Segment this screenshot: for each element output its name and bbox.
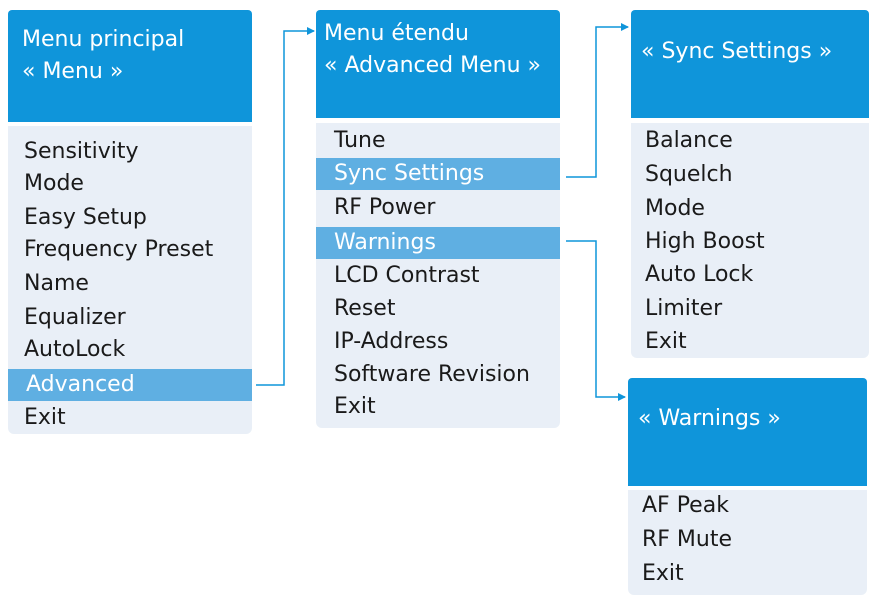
menu-item-exit[interactable]: Exit bbox=[642, 561, 684, 586]
menu-item-sync-settings[interactable]: Sync Settings bbox=[316, 158, 560, 190]
menu-item-rf-mute[interactable]: RF Mute bbox=[642, 527, 733, 552]
menu-item-easy-setup[interactable]: Easy Setup bbox=[24, 205, 147, 230]
menu-item-exit[interactable]: Exit bbox=[24, 405, 66, 430]
warnings-menu-title: « Warnings » bbox=[638, 406, 781, 431]
menu-item-equalizer[interactable]: Equalizer bbox=[24, 305, 126, 330]
menu-item-advanced[interactable]: Advanced bbox=[8, 369, 252, 401]
advanced-menu: Menu étendu « Advanced Menu » Tune Sync … bbox=[316, 10, 560, 428]
connector-warnings-to-warnings-menu bbox=[566, 240, 626, 401]
main-menu-subtitle: « Menu » bbox=[22, 59, 124, 84]
menu-item-reset[interactable]: Reset bbox=[334, 296, 396, 321]
menu-item-software-revision[interactable]: Software Revision bbox=[334, 362, 530, 387]
connector-advanced-to-advanced-menu bbox=[256, 27, 315, 386]
sync-settings-menu-list: Balance Squelch Mode High Boost Auto Loc… bbox=[631, 123, 869, 358]
advanced-menu-title: Menu étendu bbox=[324, 21, 469, 46]
main-menu-title: Menu principal bbox=[22, 27, 185, 52]
sync-settings-menu: « Sync Settings » Balance Squelch Mode H… bbox=[631, 10, 869, 358]
menu-item-sensitivity[interactable]: Sensitivity bbox=[24, 139, 139, 164]
main-menu-header: Menu principal « Menu » bbox=[8, 10, 252, 122]
menu-item-squelch[interactable]: Squelch bbox=[645, 162, 733, 187]
menu-item-name[interactable]: Name bbox=[24, 271, 89, 296]
sync-settings-menu-header: « Sync Settings » bbox=[631, 10, 869, 118]
warnings-menu: « Warnings » AF Peak RF Mute Exit bbox=[628, 378, 867, 595]
connector-sync-settings-to-sync-menu bbox=[566, 23, 629, 178]
menu-item-af-peak[interactable]: AF Peak bbox=[642, 493, 729, 518]
menu-item-high-boost[interactable]: High Boost bbox=[645, 229, 765, 254]
menu-item-mode[interactable]: Mode bbox=[24, 171, 84, 196]
menu-item-tune[interactable]: Tune bbox=[334, 128, 386, 153]
advanced-menu-subtitle: « Advanced Menu » bbox=[324, 53, 541, 78]
sync-settings-menu-title: « Sync Settings » bbox=[641, 39, 833, 64]
warnings-menu-list: AF Peak RF Mute Exit bbox=[628, 490, 867, 595]
advanced-menu-header: Menu étendu « Advanced Menu » bbox=[316, 10, 560, 118]
menu-item-exit[interactable]: Exit bbox=[334, 394, 376, 419]
menu-item-frequency-preset[interactable]: Frequency Preset bbox=[24, 237, 214, 262]
warnings-menu-header: « Warnings » bbox=[628, 378, 867, 486]
menu-item-auto-lock[interactable]: Auto Lock bbox=[645, 262, 754, 287]
main-menu: Menu principal « Menu » Sensitivity Mode… bbox=[8, 10, 252, 434]
menu-item-limiter[interactable]: Limiter bbox=[645, 296, 723, 321]
menu-item-autolock[interactable]: AutoLock bbox=[24, 337, 126, 362]
menu-item-warnings[interactable]: Warnings bbox=[316, 227, 560, 259]
main-menu-list: Sensitivity Mode Easy Setup Frequency Pr… bbox=[8, 126, 252, 434]
menu-item-rf-power[interactable]: RF Power bbox=[334, 195, 436, 220]
advanced-menu-list: Tune Sync Settings RF Power Warnings LCD… bbox=[316, 123, 560, 428]
menu-item-exit[interactable]: Exit bbox=[645, 329, 687, 354]
menu-item-lcd-contrast[interactable]: LCD Contrast bbox=[334, 263, 480, 288]
menu-item-balance[interactable]: Balance bbox=[645, 128, 733, 153]
menu-item-mode[interactable]: Mode bbox=[645, 196, 705, 221]
menu-item-ip-address[interactable]: IP-Address bbox=[334, 329, 449, 354]
